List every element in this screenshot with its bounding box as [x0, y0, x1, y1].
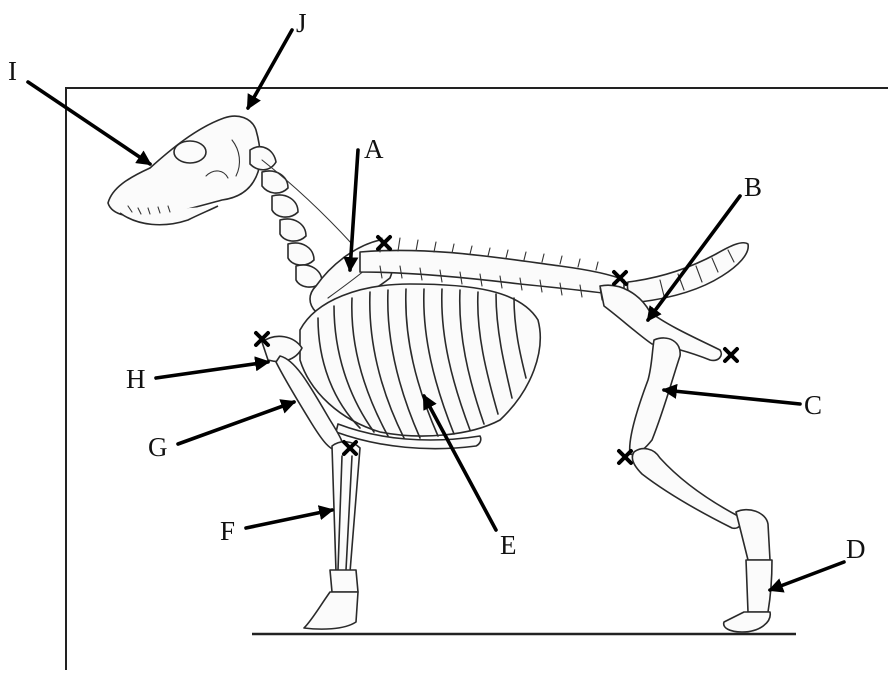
arrow-h: [156, 362, 268, 378]
arrow-d: [770, 562, 844, 590]
arrow-f: [246, 510, 332, 528]
x-mark-stifle: [725, 349, 737, 361]
label-b: B: [744, 172, 762, 202]
skull: [108, 116, 260, 225]
arrow-g: [178, 402, 294, 444]
label-g: G: [148, 432, 168, 462]
label-i: I: [8, 56, 17, 86]
label-d: D: [846, 534, 866, 564]
arrow-i: [28, 82, 150, 164]
arrow-c: [664, 390, 800, 404]
label-f: F: [220, 516, 235, 546]
label-j: J: [296, 8, 307, 38]
skeleton-drawing: [108, 116, 772, 632]
tail: [628, 243, 749, 302]
label-c: C: [804, 390, 822, 420]
ribcage: [300, 284, 540, 449]
x-mark-hock: [619, 451, 631, 463]
label-h: H: [126, 364, 146, 394]
arrow-j: [248, 30, 292, 108]
label-a: A: [364, 134, 384, 164]
label-e: E: [500, 530, 517, 560]
